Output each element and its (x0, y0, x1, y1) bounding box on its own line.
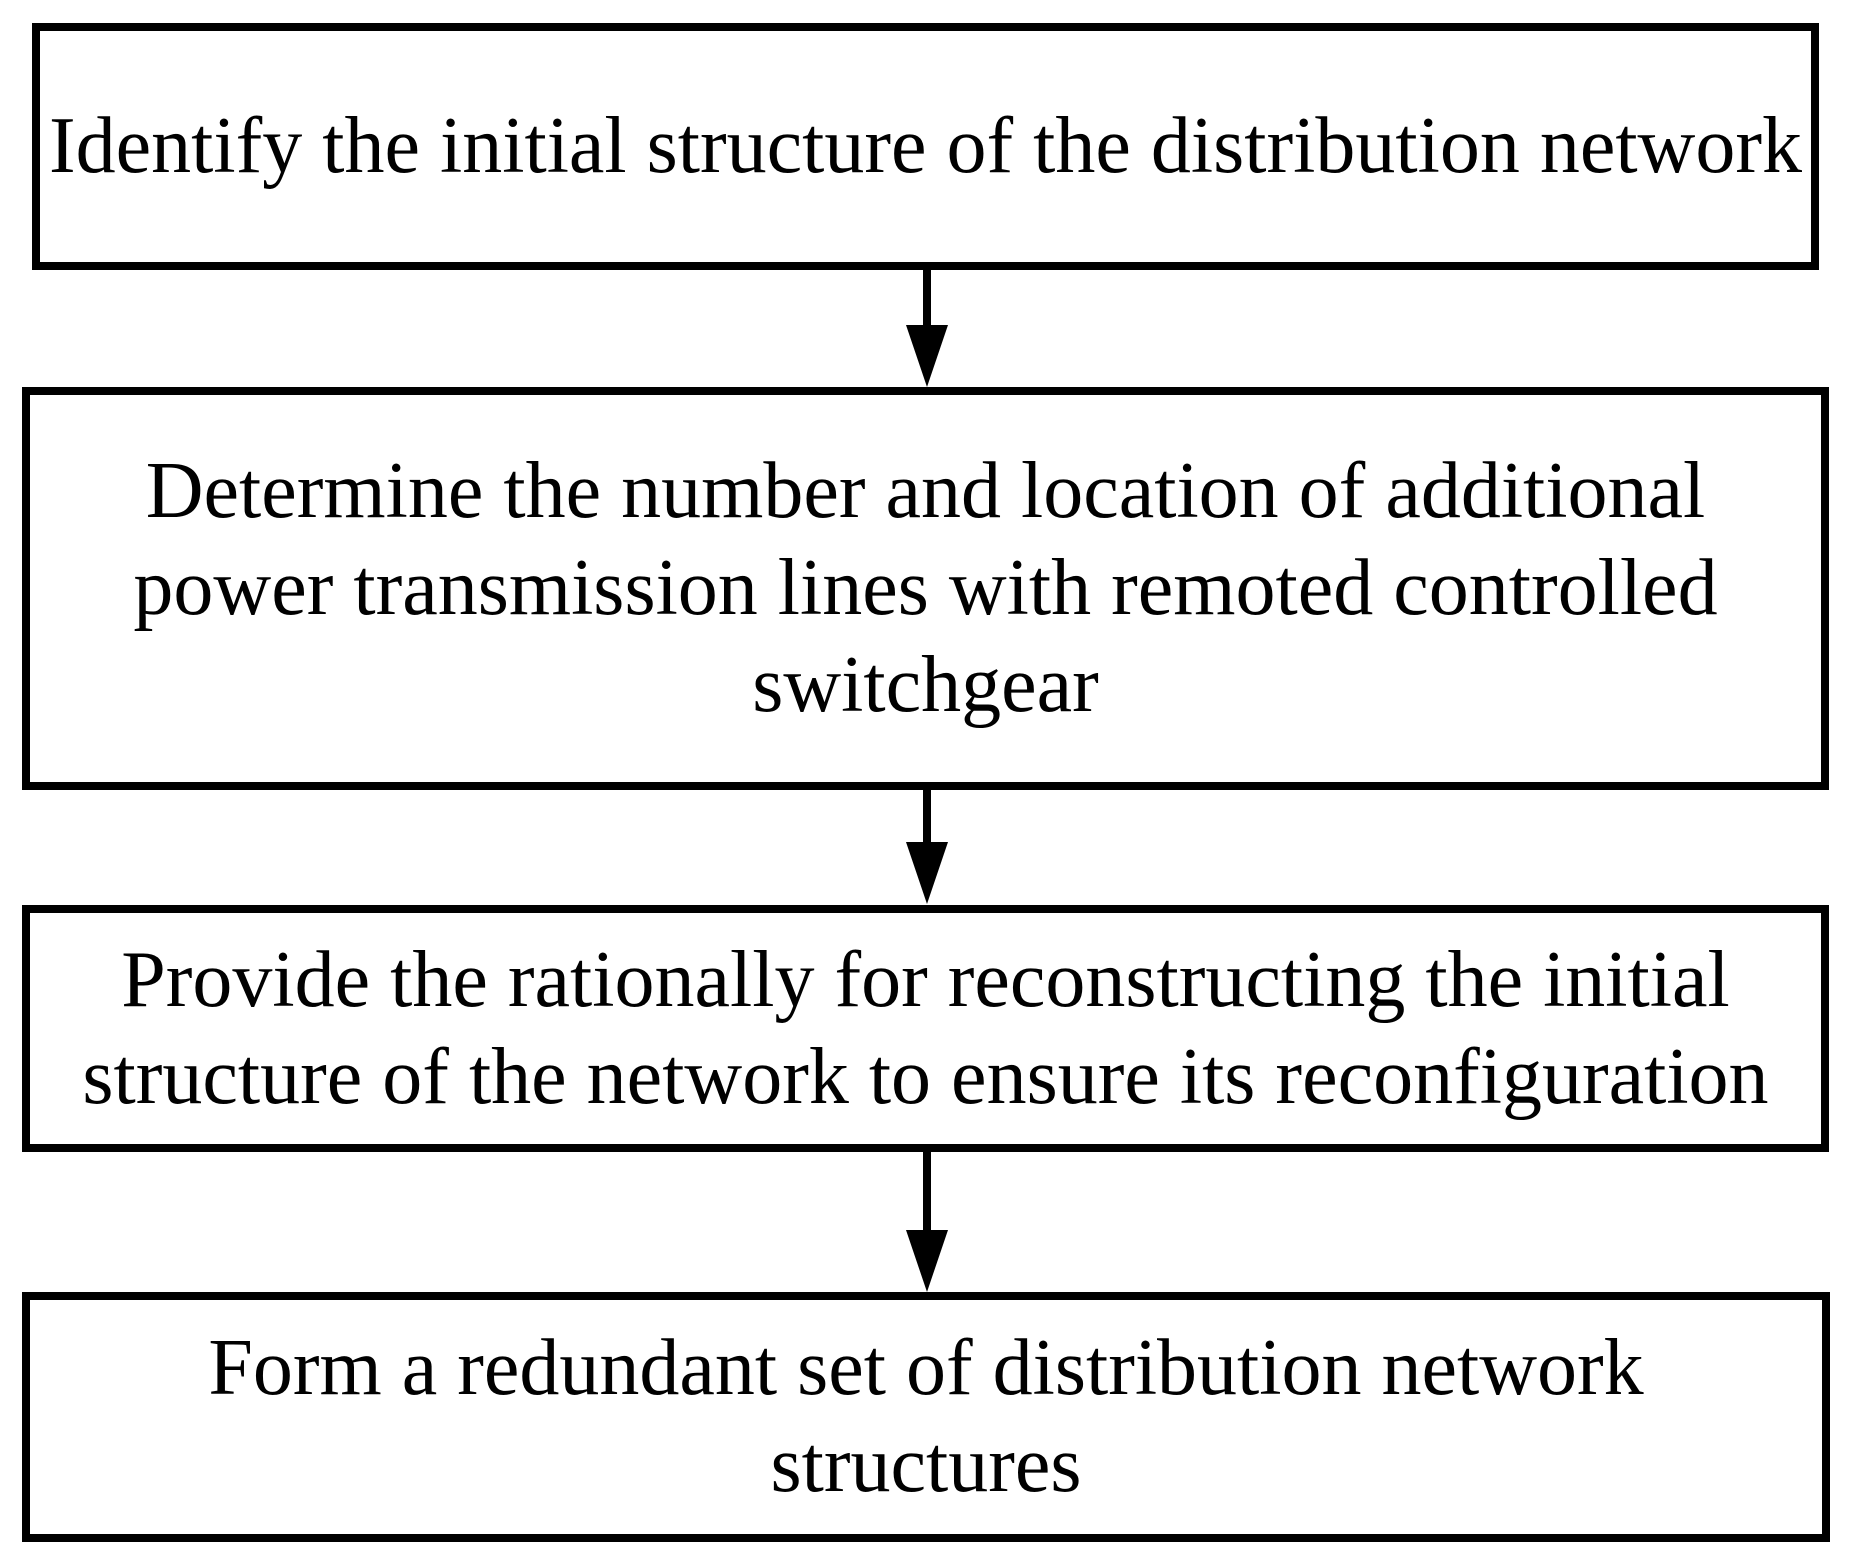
step-3-box: Provide the rationally for reconstructin… (22, 905, 1829, 1152)
step-1-text-line: Identify the initial structure of the di… (49, 102, 1802, 191)
step-2-text-line: switchgear (752, 640, 1099, 729)
arrow-down-icon (906, 1152, 948, 1292)
arrow-down-icon (906, 790, 948, 904)
step-4-box: Form a redundant set of distribution net… (22, 1292, 1830, 1542)
step-2-text-line: Determine the number and location of add… (145, 447, 1706, 536)
step-2-box: Determine the number and location of add… (22, 387, 1829, 790)
step-4-text-line: structures (770, 1421, 1082, 1509)
step-1-box: Identify the initial structure of the di… (32, 23, 1819, 270)
arrow-down-icon (906, 270, 948, 387)
step-3-text-line: structure of the network to ensure its r… (82, 1032, 1769, 1121)
step-2-text-line: power transmission lines with remoted co… (133, 544, 1718, 633)
step-3-text-line: Provide the rationally for reconstructin… (121, 935, 1730, 1024)
step-4-text-line: Form a redundant set of distribution net… (208, 1324, 1644, 1413)
